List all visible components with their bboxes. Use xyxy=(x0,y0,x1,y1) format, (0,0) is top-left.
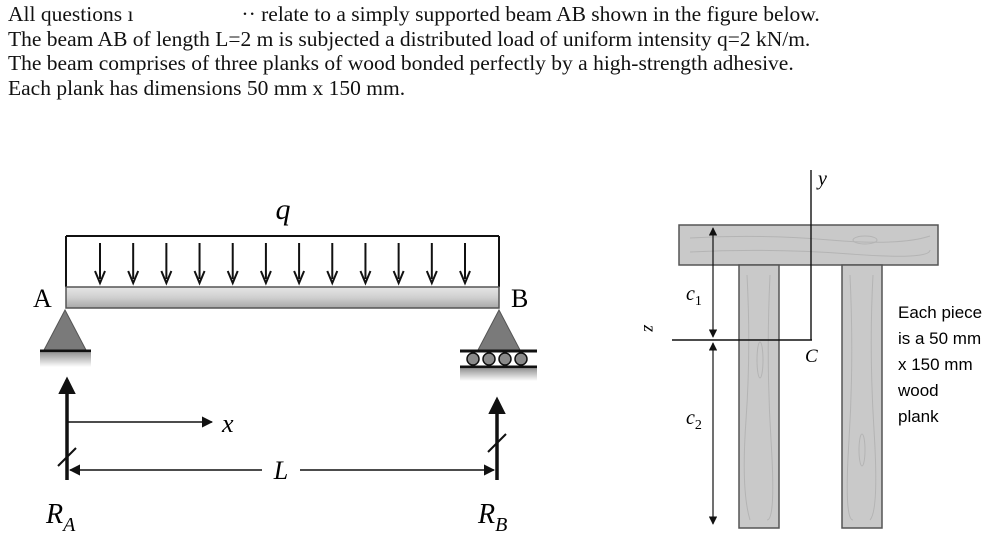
load-arrowhead xyxy=(293,270,306,286)
plank-note-line: wood xyxy=(897,381,939,400)
reaction-b-sub: B xyxy=(495,514,507,536)
load-arrowhead xyxy=(459,270,471,286)
pin-support-a xyxy=(40,308,91,367)
reaction-arrow-a xyxy=(57,376,77,480)
problem-statement: All questions ı ·· relate to a simply sup… xyxy=(8,2,1003,100)
problem-line-4: Each plank has dimensions 50 mm x 150 mm… xyxy=(8,75,406,100)
load-arrowhead xyxy=(127,270,140,286)
roller-triangle-b xyxy=(477,308,521,351)
x-coordinate-arrow: x xyxy=(67,409,234,438)
problem-line-3: The beam comprises of three planks of wo… xyxy=(8,51,794,75)
centroid-label: C xyxy=(805,346,818,367)
plank-note-line: x 150 mm xyxy=(898,355,973,374)
length-dimension: L xyxy=(68,456,496,485)
plank-note-line: Each piece xyxy=(898,303,982,322)
reaction-b-main: R xyxy=(477,499,495,530)
length-label: L xyxy=(273,456,288,485)
reaction-a-label: RA xyxy=(45,499,76,536)
roller-support-b xyxy=(460,308,537,381)
load-arrowhead xyxy=(392,270,405,286)
c2-main: c xyxy=(686,407,695,429)
load-arrowhead xyxy=(425,270,438,286)
roller-wheel-4 xyxy=(514,352,528,366)
x-label: x xyxy=(221,409,234,438)
roller-wheel-2 xyxy=(482,352,496,366)
c1-sub: 1 xyxy=(695,294,702,309)
reaction-a-sub: A xyxy=(61,514,76,536)
load-arrowhead xyxy=(226,270,239,286)
load-arrowhead xyxy=(94,270,106,286)
top-flange-plank xyxy=(678,224,939,266)
beam-figure: q A B RA xyxy=(33,193,537,536)
ground-hatch-a xyxy=(40,353,91,367)
problem-line-2: The beam AB of length L=2 m is subjected… xyxy=(8,26,811,51)
load-label: q xyxy=(276,193,291,226)
distributed-load: q xyxy=(65,193,500,287)
load-arrows xyxy=(94,243,471,286)
reaction-a-slash xyxy=(57,447,77,467)
load-arrowhead xyxy=(359,270,372,286)
support-a-label: A xyxy=(33,284,52,313)
load-arrowhead xyxy=(326,270,339,286)
problem-line-1-end: ·· relate to a simply supported beam AB … xyxy=(241,2,820,26)
pin-triangle-a xyxy=(43,308,87,351)
wood-grain xyxy=(689,235,931,521)
roller-wheel-1 xyxy=(466,352,480,366)
roller-wheel-3 xyxy=(498,352,512,366)
reaction-b-label: RB xyxy=(477,499,507,536)
y-axis-label: y xyxy=(816,168,827,190)
plank-note-line: plank xyxy=(898,407,939,426)
plank-note: Each piece is a 50 mm x 150 mm wood plank xyxy=(897,303,982,426)
c2-sub: 2 xyxy=(695,418,702,433)
plank-note-line: is a 50 mm xyxy=(898,329,981,348)
beam-ab xyxy=(65,286,500,309)
ground-hatch-b xyxy=(460,369,537,381)
z-axis-label: z xyxy=(640,324,660,332)
problem-line-1-start: All questions ı xyxy=(8,2,134,26)
support-b-label: B xyxy=(511,284,528,313)
load-arrowhead xyxy=(259,270,272,286)
reaction-arrow-b xyxy=(487,396,507,480)
reaction-a-main: R xyxy=(45,499,63,530)
c1-label: c1 xyxy=(686,283,702,309)
problem-line-1: All questions ı ·· relate to a simply sup… xyxy=(8,2,1003,27)
c1-main: c xyxy=(686,283,695,305)
reaction-b-slash xyxy=(487,433,507,453)
c2-label: c2 xyxy=(686,407,702,433)
load-arrowhead xyxy=(193,270,206,286)
load-arrowhead xyxy=(160,270,173,286)
